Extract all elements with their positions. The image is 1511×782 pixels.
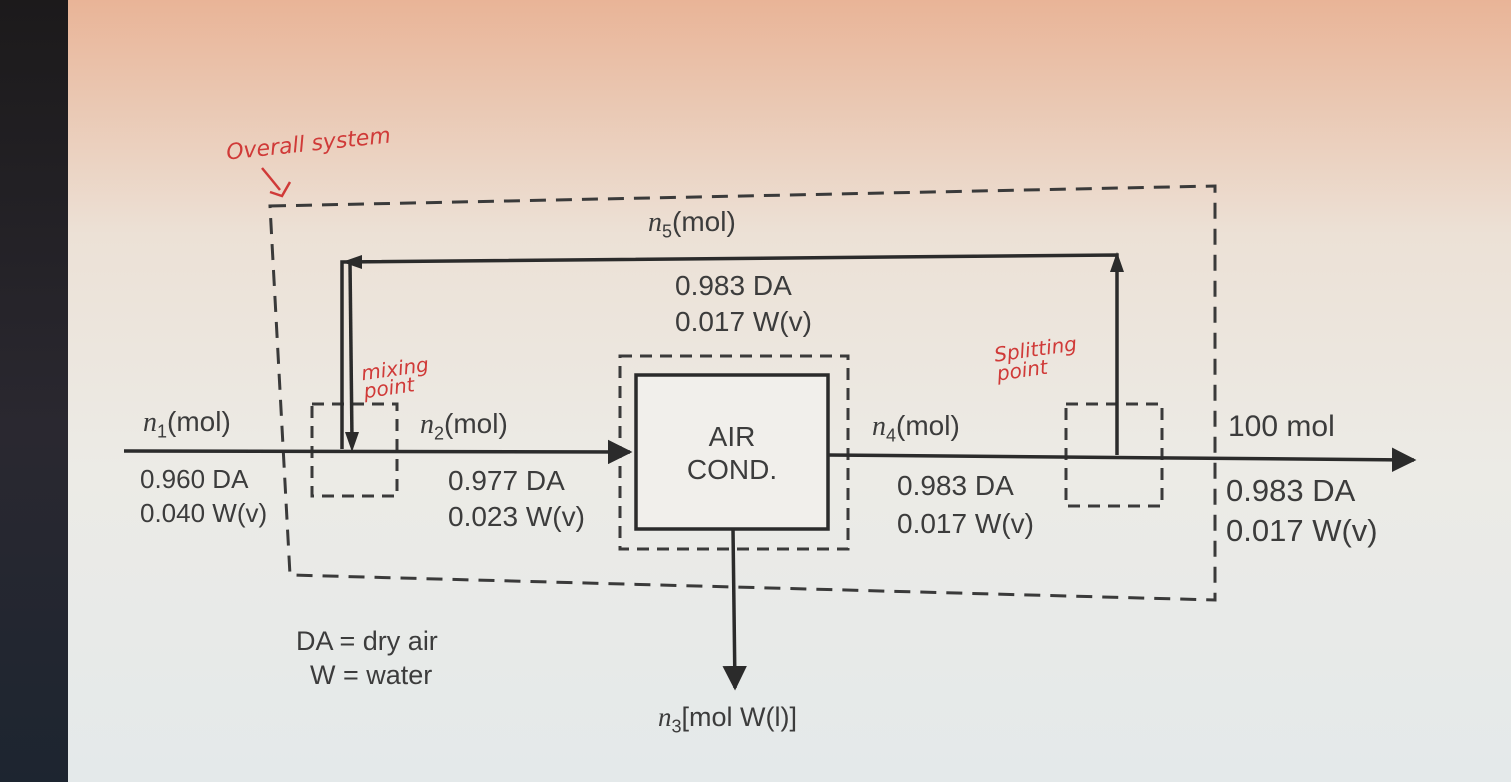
recycle-up-arrowhead xyxy=(1110,252,1124,272)
product-water-fraction: 0.017 W(v) xyxy=(1226,513,1378,548)
n2-dry-air-fraction: 0.977 DA xyxy=(448,465,565,496)
screen-bezel xyxy=(0,0,68,782)
product-dry-air-fraction: 0.983 DA xyxy=(1226,473,1356,508)
n2-water-fraction: 0.023 W(v) xyxy=(448,501,585,532)
splitting-point-box xyxy=(1064,402,1164,508)
product-total-label: 100 mol xyxy=(1228,410,1335,443)
n5-dry-air-fraction: 0.983 DA xyxy=(675,270,792,301)
condensate-stream-line xyxy=(722,528,747,691)
n2-label: n2(mol) xyxy=(420,408,508,444)
recycle-left-arrowhead xyxy=(342,255,362,269)
recycle-stream-line xyxy=(340,253,1119,455)
air-conditioner-label-line2: COND. xyxy=(686,454,778,485)
legend-water: W = water xyxy=(310,660,433,690)
legend-dry-air: DA = dry air xyxy=(296,626,438,656)
product-stream-line xyxy=(827,447,1417,473)
overall-system-pointer xyxy=(261,167,292,198)
recycle-down-arrowhead xyxy=(345,432,359,452)
n1-water-fraction: 0.040 W(v) xyxy=(140,498,268,528)
n5-label: n5(mol) xyxy=(648,206,736,242)
n4-label: n4(mol) xyxy=(872,410,960,446)
recycle-drop-line xyxy=(348,261,354,441)
n1-dry-air-fraction: 0.960 DA xyxy=(140,464,249,494)
air-conditioner-label-line1: AIR xyxy=(708,421,756,452)
n5-water-fraction: 0.017 W(v) xyxy=(675,306,812,337)
air-conditioner-unit xyxy=(634,373,830,531)
n3-label: n3[mol W(l)] xyxy=(658,702,797,737)
feed-stream-line xyxy=(123,439,633,465)
n4-water-fraction: 0.017 W(v) xyxy=(897,508,1034,539)
n4-dry-air-fraction: 0.983 DA xyxy=(897,470,1014,501)
n1-label: n1(mol) xyxy=(143,406,231,442)
